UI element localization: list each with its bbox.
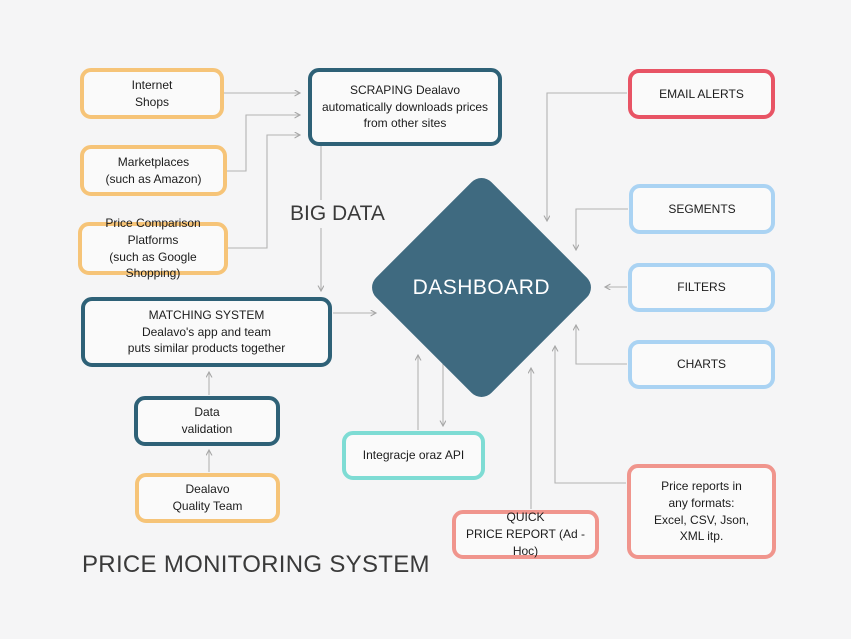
edge-price-comparison-to-scraping [228, 135, 300, 249]
node-email-alerts: EMAIL ALERTS [628, 69, 775, 119]
page-title: PRICE MONITORING SYSTEM [82, 551, 430, 578]
node-charts: CHARTS [628, 340, 775, 389]
node-scraping: SCRAPING Dealavo automatically downloads… [308, 68, 502, 146]
node-price-comparison-platforms: Price Comparison Platforms (such as Goog… [78, 216, 228, 280]
node-matching-system: MATCHING SYSTEM Dealavo's app and team p… [81, 297, 332, 367]
node-price-reports-formats: Price reports in any formats: Excel, CSV… [627, 464, 776, 559]
node-filters: FILTERS [628, 263, 775, 312]
dashboard-label: DASHBOARD [412, 275, 551, 299]
edge-segments-to-dashboard [576, 208, 628, 250]
node-dealavo-quality-team: Dealavo Quality Team [135, 473, 280, 523]
node-marketplaces: Marketplaces (such as Amazon) [80, 145, 227, 196]
big-data-label: BIG DATA [287, 200, 388, 228]
node-quick-price-report: QUICK PRICE REPORT (Ad - Hoc) [452, 510, 599, 559]
node-data-validation: Data validation [134, 396, 280, 446]
edge-price-reports-to-dashboard [555, 346, 626, 484]
edge-email-alerts-to-dashboard [547, 92, 627, 221]
node-internet-shops: Internet Shops [80, 68, 224, 119]
node-integrations-api: Integracje oraz API [342, 431, 485, 480]
edge-marketplaces-to-scraping [227, 115, 300, 172]
edge-charts-to-dashboard [576, 325, 627, 365]
node-segments: SEGMENTS [629, 184, 775, 234]
